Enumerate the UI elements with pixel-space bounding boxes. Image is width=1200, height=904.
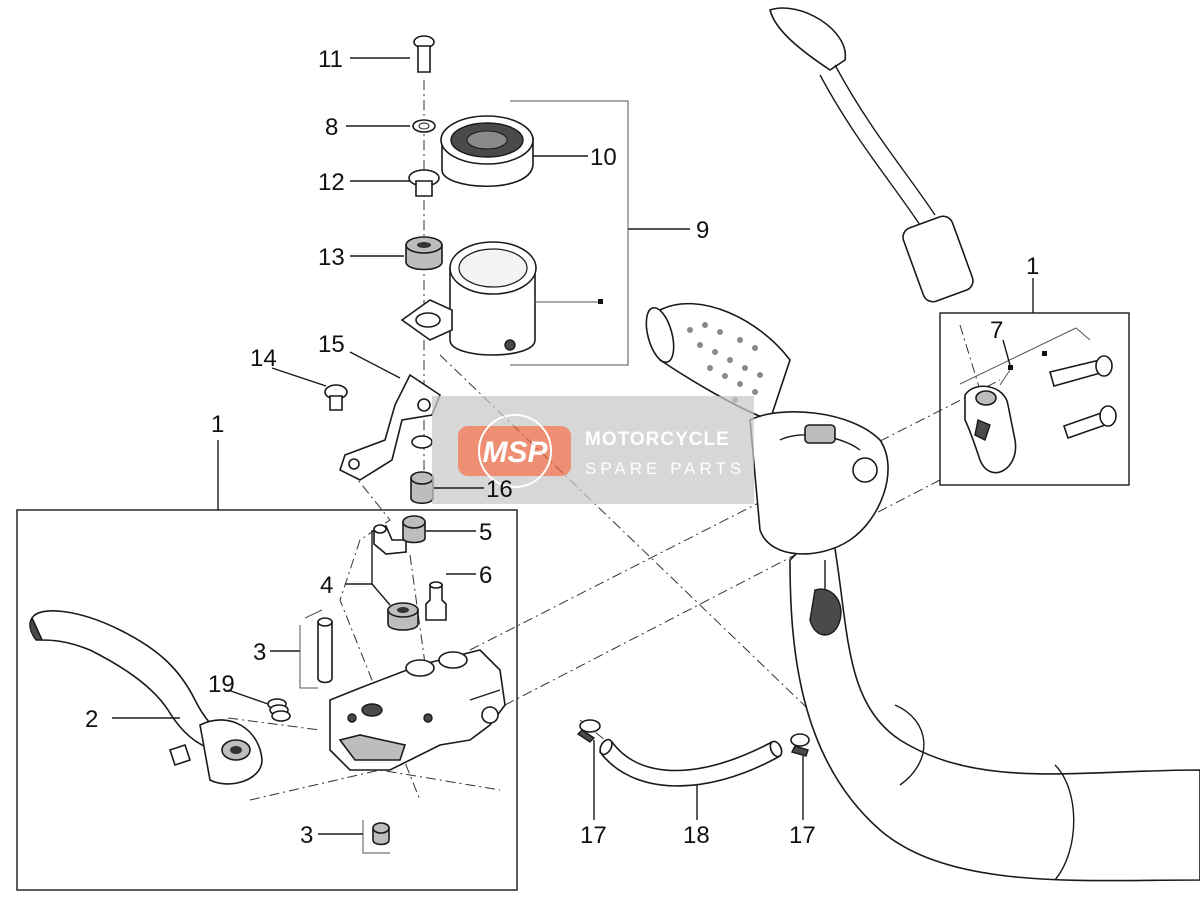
part-13-grommet — [405, 236, 443, 271]
part-17-clamp-right — [790, 733, 810, 757]
callout-11: 11 — [318, 46, 343, 73]
callout-3-bottom: 3 — [300, 822, 313, 849]
callout-13: 13 — [318, 244, 345, 271]
callout-17-left: 17 — [580, 822, 607, 849]
callout-12: 12 — [318, 169, 345, 196]
watermark-badge — [458, 426, 571, 476]
part-3-pin — [317, 617, 333, 684]
part-3-nut — [372, 822, 390, 846]
part-18-hose — [598, 738, 783, 787]
master-cylinder-body — [329, 649, 506, 771]
callout-4: 4 — [320, 572, 333, 599]
watermark: MSP MOTORCYCLE SPARE PARTS — [432, 396, 754, 504]
washer-16-top — [411, 435, 433, 449]
callout-1-right: 1 — [1026, 253, 1039, 280]
assembly-box-right — [939, 312, 1130, 486]
part-15-bracket — [339, 373, 441, 481]
callout-7: 7 — [990, 317, 1003, 344]
watermark-logo: MSP — [482, 436, 548, 469]
callout-19: 19 — [208, 671, 235, 698]
assembly-box-left — [16, 509, 518, 891]
part-16-nut — [410, 471, 434, 505]
part-14-bolt — [324, 384, 348, 411]
part-5-cap — [402, 515, 426, 544]
watermark-line2: SPARE PARTS — [585, 459, 745, 478]
part-9-reservoir-body — [400, 241, 603, 356]
part-19-spring — [267, 698, 291, 722]
handlebar — [645, 7, 1200, 882]
callout-2: 2 — [85, 706, 98, 733]
callout-18: 18 — [683, 822, 710, 849]
part-6-bleed-valve — [425, 581, 447, 621]
part-4-elbow — [373, 524, 407, 555]
callout-8: 8 — [325, 114, 338, 141]
callout-10: 10 — [590, 144, 617, 171]
part-12-bushing — [408, 169, 440, 197]
bracket-lines — [299, 100, 1091, 854]
callout-14: 14 — [250, 345, 277, 372]
callout-15: 15 — [318, 331, 345, 358]
marker-square-1 — [1008, 365, 1013, 370]
callout-9: 9 — [696, 217, 709, 244]
callout-1-left: 1 — [211, 411, 224, 438]
part-7-clamp — [964, 385, 1017, 474]
part-7-bolt-top — [1049, 355, 1113, 387]
callout-5: 5 — [479, 519, 492, 546]
callout-16: 16 — [486, 476, 513, 503]
part-2-lever — [29, 610, 263, 785]
grip-texture — [687, 322, 763, 403]
part-7-bolt-bottom — [1062, 405, 1117, 440]
part-4-seal — [387, 602, 419, 631]
callout-3-top: 3 — [253, 639, 266, 666]
callout-labels: 11 8 10 12 9 13 15 14 16 1 5 4 6 3 19 2 … — [85, 46, 1039, 849]
watermark-line1: MOTORCYCLE — [585, 429, 730, 450]
marker-square-2 — [1042, 351, 1047, 356]
part-17-clamp-left — [576, 719, 601, 743]
part-11-screw — [413, 35, 435, 73]
callout-17-right: 17 — [789, 822, 816, 849]
part-10-reservoir-cap — [440, 115, 534, 188]
callout-6: 6 — [479, 562, 492, 589]
leader-lines — [112, 57, 1034, 835]
